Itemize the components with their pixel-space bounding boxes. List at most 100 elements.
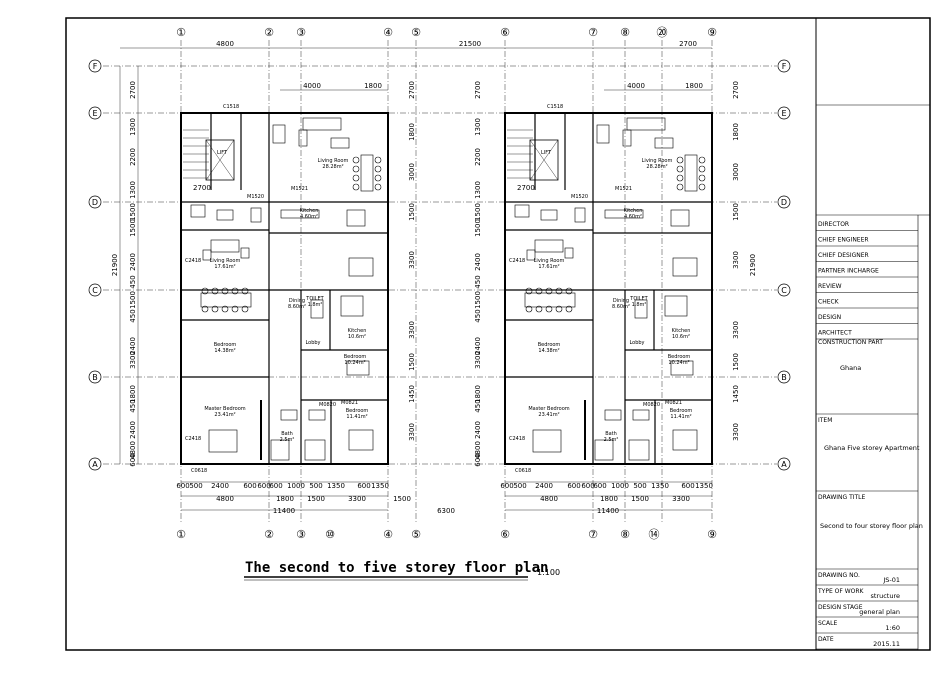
furniture-item (190, 204, 206, 218)
furniture-item (534, 239, 564, 253)
grid-bubble-right (777, 370, 791, 384)
tb-row-label: DATE (818, 636, 834, 643)
tb-role-label: CHIEF DESIGNER (818, 252, 869, 259)
lift-cross (205, 139, 235, 181)
dim-bottom-row3: 11400 (597, 507, 619, 515)
dim-left-value: 1300 (129, 118, 137, 136)
dim-right-value: 1500 (732, 203, 740, 221)
dim-bottom-row1: 2400 (535, 482, 553, 490)
dim-mid-value: 1500 (474, 203, 482, 221)
furniture-item (672, 257, 698, 277)
dim-bottom-row1: 500 (513, 482, 526, 490)
tb-role-label: PARTNER INCHARGE (818, 268, 879, 275)
tb-row-label: TYPE OF WORK (817, 588, 865, 595)
grid-bubble-right-label: A (781, 460, 787, 469)
room-area: 23.41m² (214, 412, 235, 418)
dim-bottom-row1: 500 (189, 482, 202, 490)
door-mark: C2418 (509, 258, 525, 264)
stair-dimension: 2700 (517, 184, 535, 192)
grid-bubble-top: ③ (296, 26, 306, 39)
dim-left-value: 1500 (129, 219, 137, 237)
dim-bottom-row1: 600 (243, 482, 256, 490)
grid-bubble-right-label: E (781, 109, 786, 118)
dim-top-sub: 1800 (685, 82, 703, 90)
dim-left-value: 3300 (129, 351, 137, 369)
dim-right-value: 3000 (732, 163, 740, 181)
dim-right-value: 1500 (408, 353, 416, 371)
tb-row-label: SCALE (818, 620, 837, 627)
chair (374, 165, 382, 173)
furniture-item (330, 137, 350, 149)
dim-right-value: 1500 (408, 203, 416, 221)
chair (565, 287, 573, 295)
furniture-item (670, 360, 694, 376)
furniture-item (622, 129, 632, 147)
chair (352, 174, 360, 182)
room-name: Master Bedroom (204, 406, 245, 412)
tb-row-value: 1:60 (885, 624, 900, 632)
dim-bottom-row2: 3300 (348, 495, 366, 503)
room-area: 11.41m² (346, 414, 367, 420)
chair (555, 287, 563, 295)
dim-top-total: 21500 (459, 40, 481, 48)
furniture-item (564, 247, 574, 259)
dim-bottom-row1: 1000 (611, 482, 629, 490)
tb-item-label: ITEM (818, 417, 832, 424)
room-area: 23.41m² (538, 412, 559, 418)
door-mark: M1520 (571, 194, 588, 200)
furniture-item (672, 429, 698, 451)
chair (201, 287, 209, 295)
chair (698, 156, 706, 164)
grid-bubble-right-label: D (781, 198, 787, 207)
grid-bubble-bottom: ② (264, 528, 274, 541)
dim-bottom-row1: 1350 (371, 482, 389, 490)
dim-bottom-row2: 1500 (631, 495, 649, 503)
dim-right-value: 3300 (408, 251, 416, 269)
dim-left-value: 1300 (129, 181, 137, 199)
dim-mid-value: 4800 (474, 441, 482, 459)
furniture-item (670, 209, 690, 227)
chair (545, 305, 553, 313)
dim-top-sub: 1800 (364, 82, 382, 90)
tb-role-label: ARCHITECT (818, 330, 852, 337)
grid-bubble-left-label: B (92, 373, 98, 382)
dim-bottom-row3: 6300 (437, 507, 455, 515)
dim-mid-value: 1500 (474, 291, 482, 309)
dim-right-value: 1800 (408, 123, 416, 141)
lift-shaft (529, 139, 559, 181)
dim-left-value: 2400 (129, 337, 137, 355)
room-area: 10.6m² (348, 334, 366, 340)
furniture-item (308, 409, 326, 421)
room-name: TOILET (305, 296, 324, 302)
dim-bottom-row2: 1500 (307, 495, 325, 503)
dim-mid-value: 1500 (474, 219, 482, 237)
dim-mid-value: 2400 (474, 253, 482, 271)
dim-bottom-row1: 600 (176, 482, 189, 490)
furniture-item (210, 239, 240, 253)
grid-bubble-bottom: ⑭ (649, 528, 660, 541)
tb-row-value: JS-01 (882, 576, 900, 584)
dim-mid-value: 1300 (474, 118, 482, 136)
chair (374, 183, 382, 191)
dim-bottom-row3: 1500 (393, 495, 411, 503)
dim-bottom-row1: 1350 (695, 482, 713, 490)
furniture-item (208, 429, 238, 453)
dim-bottom-row1: 2400 (211, 482, 229, 490)
grid-bubble-bottom: ⑦ (588, 528, 598, 541)
furniture-item (574, 207, 586, 223)
room-area: 1.8m² (632, 302, 647, 308)
dim-left-value: 1500 (129, 291, 137, 309)
room-name: Kitchen (624, 208, 643, 214)
dim-top-span-right: 2700 (679, 40, 697, 48)
grid-bubble-top: ① (176, 26, 186, 39)
room-area: 10.24m² (344, 360, 365, 366)
grid-bubble-right (777, 283, 791, 297)
chair (525, 287, 533, 295)
furniture-item (270, 439, 290, 461)
furniture-item (272, 124, 286, 144)
chair (374, 174, 382, 182)
dim-bottom-row1: 600 (593, 482, 606, 490)
door-mark: M1520 (247, 194, 264, 200)
dim-left-value: 2700 (129, 81, 137, 99)
